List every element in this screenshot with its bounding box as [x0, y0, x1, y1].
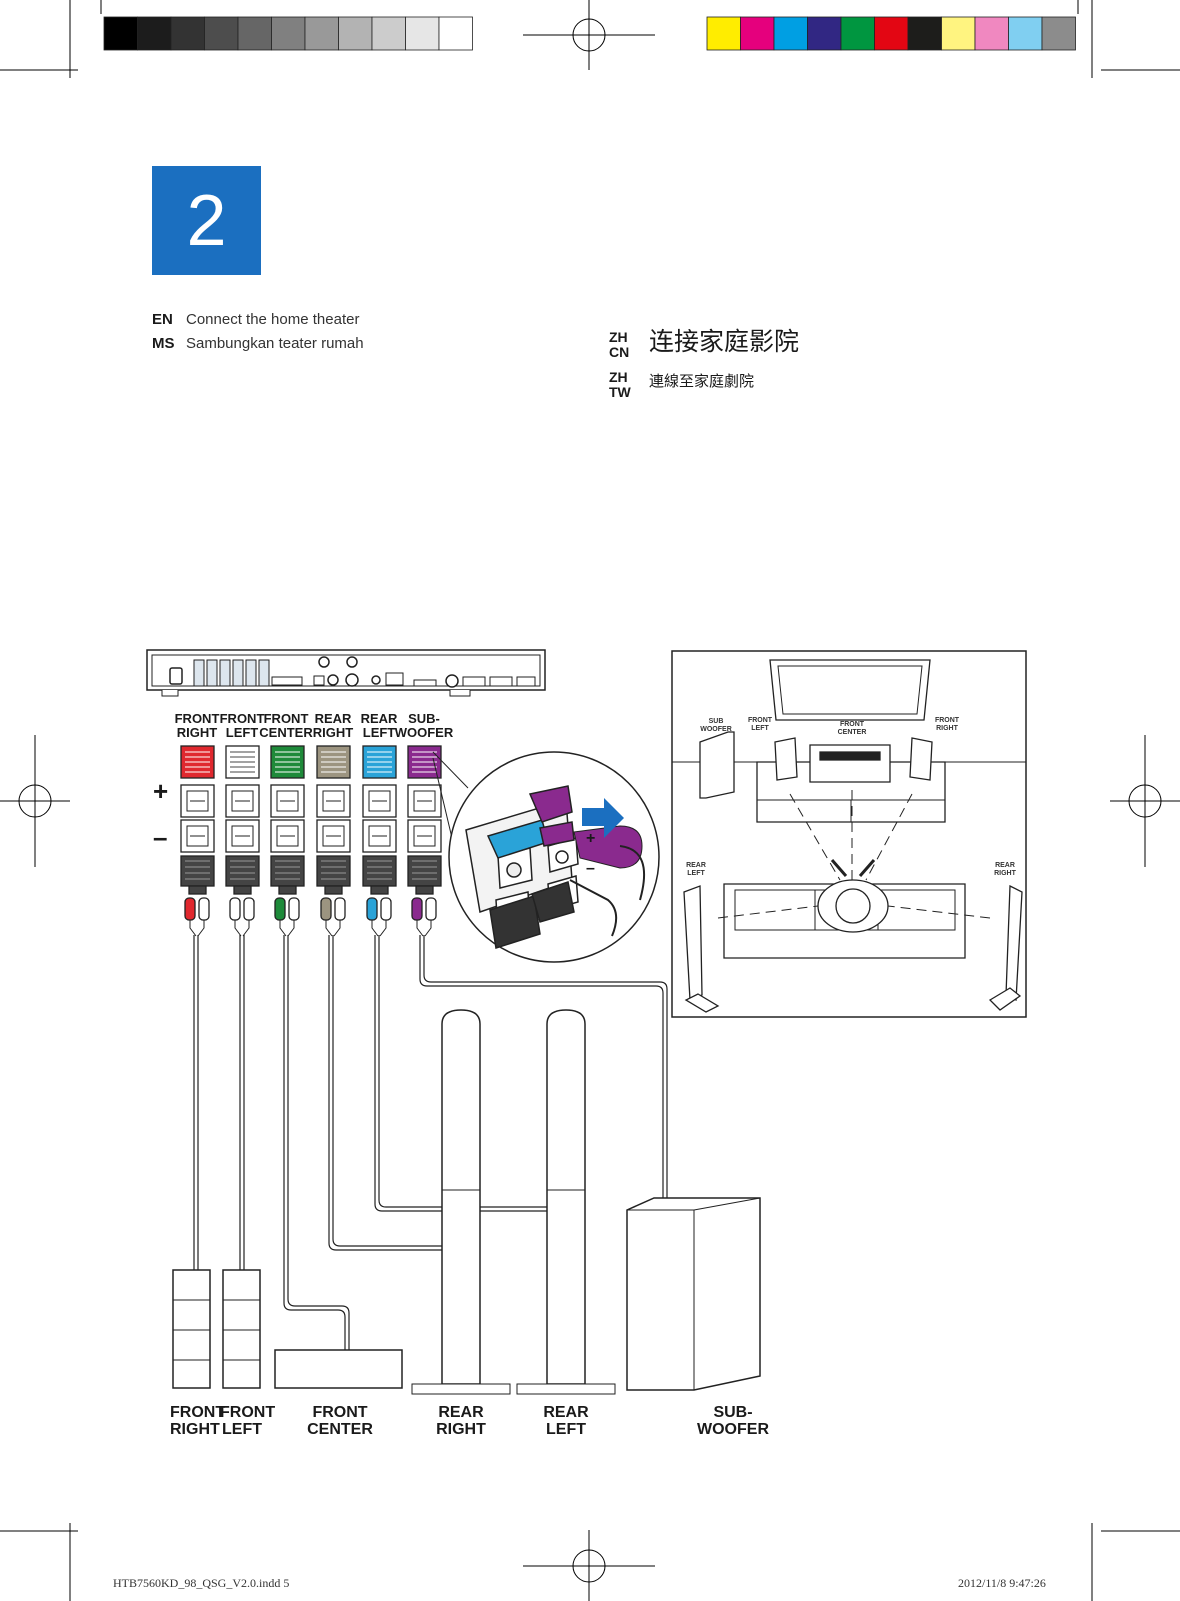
- callout-plus-sign: +: [586, 830, 596, 847]
- home-theater-unit: [146, 649, 546, 697]
- gray-swatch: [304, 16, 339, 51]
- footer-timestamp: 2012/11/8 9:47:26: [958, 1576, 1046, 1590]
- minus-sign: –: [153, 822, 168, 852]
- gray-swatch: [405, 16, 440, 51]
- plus-sign: +: [153, 776, 169, 806]
- language-code-zh-tw: ZH TW: [609, 369, 631, 400]
- gray-swatch: [371, 16, 406, 51]
- gray-swatch: [338, 16, 373, 51]
- gray-swatch: [438, 16, 473, 51]
- room-layout-diagram: [671, 650, 1027, 1018]
- color-swatch: [706, 16, 741, 51]
- terminal-column: [362, 745, 397, 937]
- caption-en-text: Connect the home theater: [186, 311, 360, 328]
- language-code-zh-cn: ZH CN: [609, 329, 630, 360]
- terminal-column: [407, 745, 442, 937]
- caption-zh-cn-text: 连接家庭影院: [649, 327, 800, 356]
- terminal-zoom-callout: [432, 751, 660, 963]
- color-swatch: [941, 16, 976, 51]
- caption-zh-cn: ZH CN 连接家庭影院: [609, 322, 799, 360]
- color-swatch: [1041, 16, 1076, 51]
- footer-filename: HTB7560KD_98_QSG_V2.0.indd 5: [113, 1576, 290, 1590]
- caption-ms: MS Sambungkan teater rumah: [152, 335, 364, 352]
- grayscale-color-bar: [103, 16, 473, 51]
- process-color-bar: [706, 16, 1076, 51]
- caption-zh-tw-text: 連線至家庭劇院: [649, 372, 755, 390]
- terminal-column: [270, 745, 305, 937]
- speaker-wires: [193, 935, 668, 1350]
- gray-swatch: [237, 16, 272, 51]
- terminal-column: [316, 745, 351, 937]
- gray-swatch: [137, 16, 172, 51]
- gray-swatch: [170, 16, 205, 51]
- color-swatch: [874, 16, 909, 51]
- color-swatch: [807, 16, 842, 51]
- color-swatch: [907, 16, 942, 51]
- caption-ms-text: Sambungkan teater rumah: [186, 335, 364, 352]
- step-number-badge: 2: [152, 166, 261, 275]
- gray-swatch: [204, 16, 239, 51]
- gray-swatch: [271, 16, 306, 51]
- speaker-label-subwoofer: SUB-WOOFER: [697, 1404, 769, 1438]
- color-swatch: [1008, 16, 1043, 51]
- color-swatch: [740, 16, 775, 51]
- terminal-label: SUB-WOOFER: [394, 711, 454, 740]
- terminal-column: [180, 745, 215, 937]
- color-swatch: [974, 16, 1009, 51]
- terminal-column: [225, 745, 260, 937]
- speaker-terminals: [180, 745, 442, 937]
- speaker-illustrations: [172, 1009, 761, 1395]
- color-swatch: [773, 16, 808, 51]
- color-swatch: [840, 16, 875, 51]
- callout-minus-sign: –: [586, 860, 595, 877]
- gray-swatch: [103, 16, 138, 51]
- caption-en: EN Connect the home theater: [152, 311, 359, 328]
- language-code-ms: MS: [152, 335, 175, 352]
- caption-zh-tw: ZH TW 連線至家庭劇院: [609, 370, 754, 400]
- language-code-en: EN: [152, 311, 173, 328]
